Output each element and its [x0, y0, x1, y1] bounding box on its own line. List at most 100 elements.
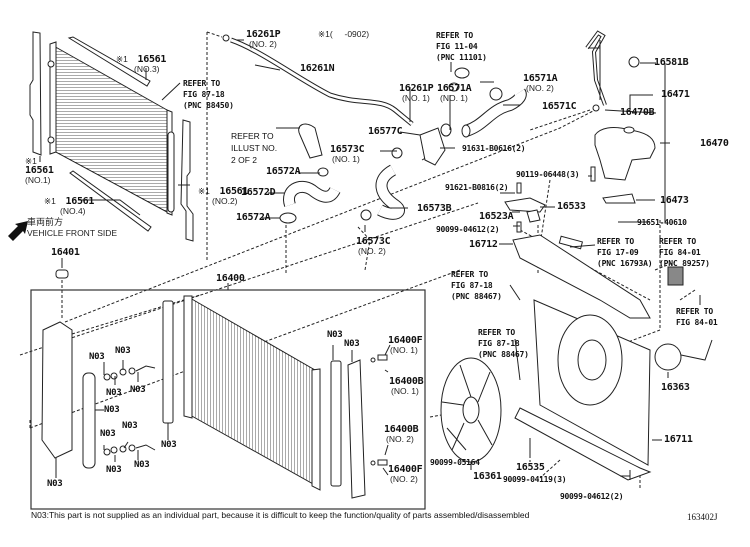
part-sub: (NO.4) — [60, 206, 86, 216]
front-side-jp: 車両前方 — [27, 217, 64, 227]
part-sub: (NO.2) — [212, 196, 238, 206]
motor-16363-drawing — [654, 343, 682, 371]
seal-16561-no1-drawing — [29, 31, 42, 156]
part-16581B[interactable]: 16581B — [654, 57, 689, 68]
part-16573C-no1[interactable]: 16573C (NO. 1) — [330, 145, 365, 164]
front-side-en: VEHICLE FRONT SIDE — [27, 228, 118, 238]
part-16571C[interactable]: 16571C — [542, 101, 577, 112]
reference-fig-87-18-pnc-88467-upper[interactable]: REFER TO FIG 87-18 (PNC 88467) — [451, 269, 502, 302]
part-number: 16400F — [388, 464, 423, 475]
part-16261P-no2[interactable]: 16261P (NO. 2) — [246, 30, 281, 49]
reference-fig-84-01[interactable]: REFER TO FIG 84-01 — [676, 306, 718, 328]
n03-label: N03 — [89, 352, 105, 362]
bolt-91631-B0616[interactable]: 91631-B0616(2) — [462, 144, 526, 153]
part-16261P-no1[interactable]: 16261P (NO. 1) — [399, 84, 434, 103]
motor-wire — [680, 339, 713, 361]
part-16571A-no1[interactable]: 16571A (NO. 1) — [437, 84, 472, 103]
drain-fittings — [370, 354, 388, 466]
leader-lines — [55, 39, 701, 480]
bolt-90099-04119[interactable]: 90099-04119(3) — [503, 475, 567, 484]
bolt-91651-40610[interactable]: 91651-40610 — [637, 218, 687, 227]
part-16400B-no1[interactable]: 16400B (NO. 1) — [389, 376, 424, 396]
bolt-90099-05164[interactable]: 90099-05164 — [430, 458, 480, 467]
part-number: 16561 — [137, 54, 167, 65]
part-sub: (NO. 1) — [390, 345, 418, 355]
figure-id: 163402J — [687, 512, 718, 522]
seal-16561-no2-drawing — [180, 119, 194, 242]
hose-clamps-drawing — [279, 67, 503, 224]
part-16561-no1[interactable]: ※1 16561 (NO.1) — [25, 157, 54, 184]
part-16361[interactable]: 16361 — [473, 471, 502, 482]
ref-line: (PNC 89257) — [659, 259, 710, 268]
ref-line: REFER TO — [597, 237, 634, 246]
part-16561-no2[interactable]: ※1 16561 (NO.2) — [198, 181, 248, 206]
part-number: 16400F — [388, 335, 423, 346]
reference-fig-11-04-pnc-11101[interactable]: REFER TO FIG 11-04 (PNC 11101) — [436, 30, 487, 63]
reference-illust-2-of-2[interactable]: REFER TO ILLUST NO. 2 OF 2 — [231, 130, 277, 166]
part-number: 16561 — [65, 196, 95, 207]
radiator-tank-right-drawing — [347, 359, 366, 499]
ref-line: REFER TO — [478, 328, 515, 337]
header-note: ※1( -0902) — [318, 30, 369, 39]
fan-16361-drawing — [440, 357, 502, 463]
part-16712[interactable]: 16712 — [469, 239, 498, 250]
part-16561-no3[interactable]: ※1 16561 (NO.3) — [116, 49, 166, 74]
part-16400B-no2[interactable]: 16400B (NO. 2) — [384, 424, 419, 444]
part-16470[interactable]: 16470 — [700, 138, 729, 149]
part-16261N[interactable]: 16261N — [300, 63, 335, 74]
part-16573C-no2[interactable]: 16573C (NO. 2) — [356, 236, 391, 256]
part-16400F-no1[interactable]: 16400F (NO. 1) — [388, 335, 423, 355]
part-16401[interactable]: 16401 — [51, 247, 80, 258]
part-number: 16573C — [356, 236, 391, 247]
part-16363[interactable]: 16363 — [661, 382, 690, 393]
bolt-90119-06448[interactable]: 90119-06448(3) — [516, 170, 580, 179]
n03-label: N03 — [115, 346, 131, 356]
reservoir-16470-drawing — [585, 30, 656, 204]
part-16572A-bottom[interactable]: 16572A — [236, 212, 271, 223]
part-16533[interactable]: 16533 — [557, 201, 586, 212]
reference-fig-84-01-pnc-89257[interactable]: REFER TO FIG 84-01 (PNC 89257) — [659, 236, 710, 269]
part-16473[interactable]: 16473 — [660, 195, 689, 206]
gasket-right-drawing — [330, 360, 342, 487]
part-16577C[interactable]: 16577C — [368, 126, 403, 137]
n03-label: N03 — [161, 440, 177, 450]
part-sub: (NO.1) — [25, 174, 51, 185]
part-number: 16400B — [384, 424, 419, 435]
remark-marker: ※1 — [116, 54, 128, 64]
bolt-91621-B0816[interactable]: 91621-B0816(2) — [445, 183, 509, 192]
part-number: 16400B — [389, 376, 424, 387]
part-16400[interactable]: 16400 — [216, 273, 245, 284]
guide-lines — [19, 31, 696, 490]
oil-cooler-pipe-drawing — [82, 372, 96, 469]
part-16400F-no2[interactable]: 16400F (NO. 2) — [388, 464, 423, 484]
part-16535[interactable]: 16535 — [516, 462, 545, 473]
part-number: 16561 — [25, 164, 54, 176]
vehicle-front-side-indicator: 車両前方 VEHICLE FRONT SIDE — [27, 218, 117, 238]
bolt-90099-04612-bottom[interactable]: 90099-04612(2) — [560, 492, 624, 501]
part-sub: (NO. 2) — [249, 39, 277, 49]
part-sub: (NO. 1) — [440, 93, 468, 103]
hose-16572D-drawing — [283, 180, 341, 207]
ref-line: REFER TO — [676, 307, 713, 316]
reference-fig-17-09-pnc-16793A[interactable]: REFER TO FIG 17-09 (PNC 16793A) — [597, 236, 653, 269]
part-sub: (NO. 1) — [332, 154, 360, 164]
part-16571A-no2[interactable]: 16571A (NO. 2) — [523, 74, 558, 93]
note-range: ( -0902) — [329, 29, 370, 39]
part-16470B[interactable]: 16470B — [620, 107, 655, 118]
reference-fig-87-18-pnc-88467-lower[interactable]: REFER TO FIG 87-18 (PNC 88467) — [478, 327, 529, 360]
part-16711[interactable]: 16711 — [664, 434, 693, 445]
ref-line: 2 OF 2 — [231, 155, 257, 165]
part-16573B[interactable]: 16573B — [417, 203, 452, 214]
part-16561-no4[interactable]: ※1 16561 (NO.4) — [44, 191, 94, 216]
connector-89257-drawing — [667, 266, 684, 286]
bolt-90099-04612-top[interactable]: 90099-04612(2) — [436, 225, 500, 234]
part-16471[interactable]: 16471 — [661, 89, 690, 100]
ref-line: REFER TO — [231, 131, 274, 141]
ref-line: FIG 84-01 — [659, 248, 701, 257]
part-16523A[interactable]: 16523A — [479, 211, 514, 222]
part-16572D[interactable]: 16572D — [241, 187, 276, 198]
part-sub: (NO. 2) — [390, 474, 418, 484]
part-16572A-top[interactable]: 16572A — [266, 166, 301, 177]
reference-fig-87-18-pnc-88450[interactable]: REFER TO FIG 87-18 (PNC 88450) — [183, 78, 234, 111]
ref-line: FIG 87-18 — [183, 90, 225, 99]
